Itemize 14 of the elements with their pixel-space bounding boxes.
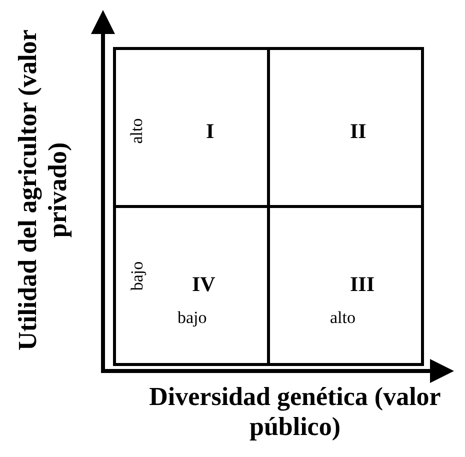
quadrant-numeral: I [206, 120, 214, 142]
axis-level-label: bajo [178, 309, 207, 327]
axis-level-label: alto [330, 309, 356, 327]
quadrant-numeral: IV [192, 273, 216, 295]
axis-title: Diversidad genética (valor público) [148, 382, 442, 442]
quadrant-numeral: III [350, 273, 375, 295]
axis-level-label: alto [128, 118, 146, 144]
quadrant-box [267, 47, 424, 208]
axis-title: Utilidad del agricultor (valor privado) [13, 28, 73, 352]
quadrant-box [113, 205, 270, 366]
quadrant-box [267, 205, 424, 366]
axis-level-label: bajo [128, 261, 146, 291]
quadrant-box [113, 47, 270, 208]
quadrant-numeral: II [350, 120, 366, 142]
